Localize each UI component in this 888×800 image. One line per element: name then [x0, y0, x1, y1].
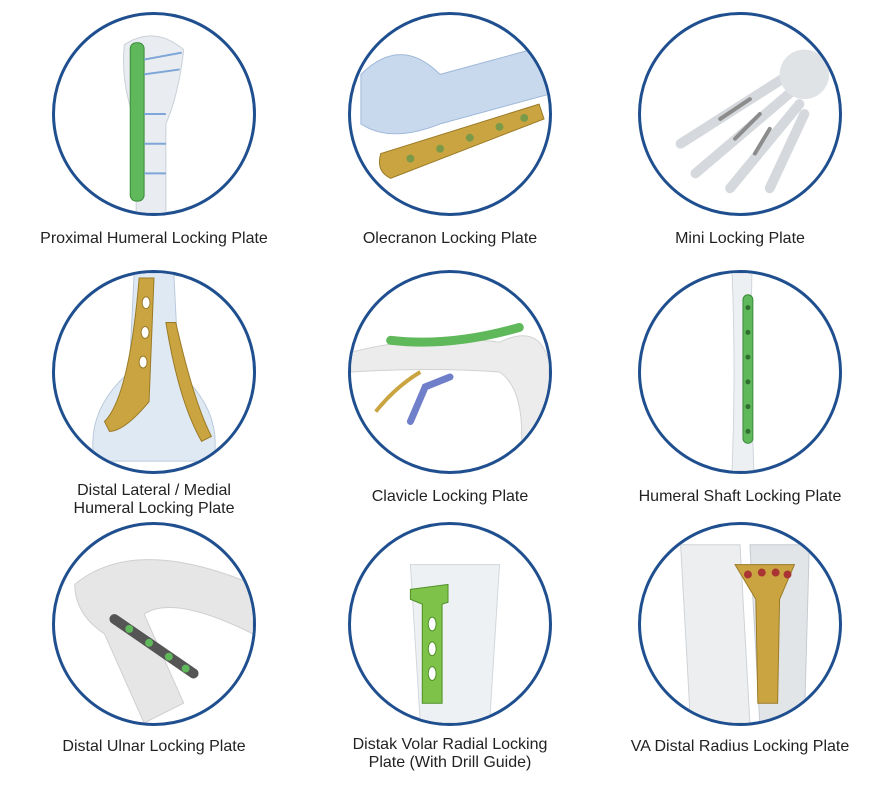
product-card-clavicle[interactable]: Clavicle Locking Plate	[302, 270, 598, 536]
product-image-olecranon	[348, 12, 552, 216]
product-image-humeral-shaft	[638, 270, 842, 474]
product-image-proximal-humeral	[52, 12, 256, 216]
product-image-distal-ulnar	[52, 522, 256, 726]
product-card-humeral-shaft[interactable]: Humeral Shaft Locking Plate	[592, 270, 888, 536]
product-card-va-distal-radius[interactable]: VA Distal Radius Locking Plate	[592, 522, 888, 788]
product-label: VA Distal Radius Locking Plate	[630, 738, 850, 755]
product-card-mini[interactable]: Mini Locking Plate	[592, 12, 888, 278]
product-label: Proximal Humeral Locking Plate	[40, 230, 268, 247]
product-image-distal-humeral	[52, 270, 256, 474]
product-image-mini	[638, 12, 842, 216]
product-image-va-distal-radius	[638, 522, 842, 726]
product-card-olecranon[interactable]: Olecranon Locking Plate	[302, 12, 598, 278]
product-label: Clavicle Locking Plate	[371, 488, 529, 505]
product-label: Olecranon Locking Plate	[362, 230, 538, 247]
product-label: Mini Locking Plate	[675, 230, 805, 247]
product-card-distal-ulnar[interactable]: Distal Ulnar Locking Plate	[6, 522, 302, 788]
product-image-volar-radial	[348, 522, 552, 726]
product-label: Humeral Shaft Locking Plate	[638, 488, 842, 505]
product-image-clavicle	[348, 270, 552, 474]
product-label: Distal Ulnar Locking Plate	[62, 738, 246, 755]
product-card-proximal-humeral[interactable]: Proximal Humeral Locking Plate	[6, 12, 302, 278]
